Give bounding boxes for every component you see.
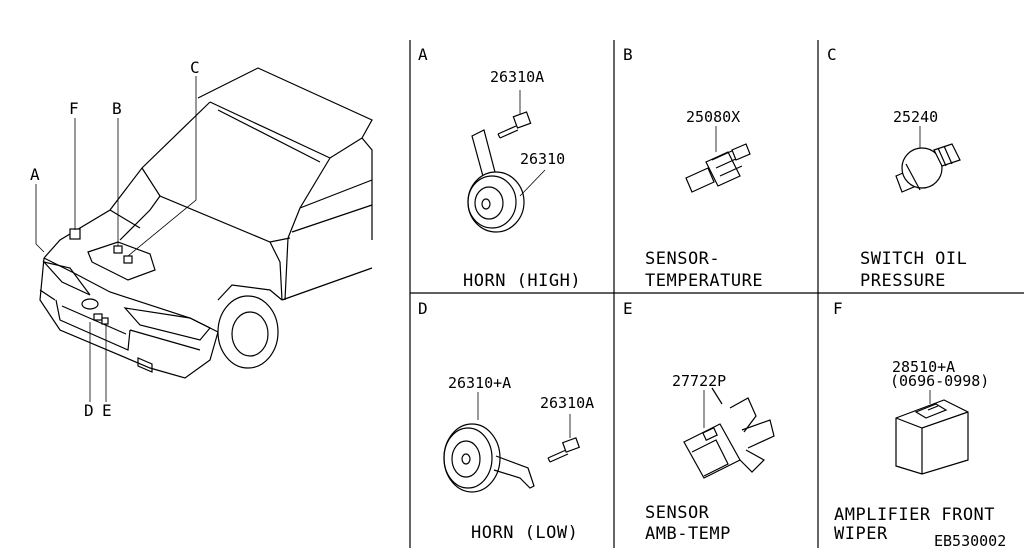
panel-a-caption: HORN (HIGH) bbox=[463, 271, 581, 291]
callout-e: E bbox=[102, 401, 112, 420]
panel-c: C 25240 SWITCH OIL PRESSURE bbox=[827, 45, 967, 291]
panel-f-part-range: (0696-0998) bbox=[890, 372, 989, 390]
panel-a: A 26310A 26310 HORN (HIGH) bbox=[418, 45, 581, 291]
panel-f-letter: F bbox=[833, 299, 843, 318]
temperature-sensor-icon bbox=[685, 143, 751, 193]
panel-f-caption-1: AMPLIFIER FRONT bbox=[834, 505, 995, 525]
panel-c-caption-1: SWITCH OIL bbox=[860, 249, 967, 269]
panel-e-part: 27722P bbox=[672, 372, 726, 390]
panel-b-letter: B bbox=[623, 45, 633, 64]
bolt-icon bbox=[547, 414, 581, 463]
callout-b: B bbox=[112, 99, 122, 118]
panel-b: B 25080X SENSOR- TEMPERATURE bbox=[623, 45, 763, 291]
panel-f: F 28510+A (0696-0998) AMPLIFIER FRONT WI… bbox=[833, 299, 995, 544]
panel-c-caption-2: PRESSURE bbox=[860, 271, 946, 291]
panel-a-letter: A bbox=[418, 45, 428, 64]
panel-c-part: 25240 bbox=[893, 108, 938, 126]
amplifier-icon bbox=[895, 399, 969, 475]
oil-pressure-switch-icon bbox=[895, 143, 961, 193]
horn-low-icon bbox=[443, 423, 501, 493]
callout-f: F bbox=[69, 99, 79, 118]
panel-b-part: 25080X bbox=[686, 108, 740, 126]
panel-e-letter: E bbox=[623, 299, 633, 318]
panel-a-part-bolt: 26310A bbox=[490, 68, 544, 86]
panel-f-caption-2: WIPER bbox=[834, 524, 888, 544]
callout-c: C bbox=[190, 58, 200, 77]
panel-d-part-bolt: 26310A bbox=[540, 394, 594, 412]
panel-b-caption-1: SENSOR- bbox=[645, 249, 720, 269]
panel-e-caption-1: SENSOR bbox=[645, 503, 710, 523]
callout-d: D bbox=[84, 401, 94, 420]
ambient-sensor-icon bbox=[683, 387, 775, 479]
panel-c-letter: C bbox=[827, 45, 837, 64]
panel-grid bbox=[409, 40, 1024, 548]
callout-a: A bbox=[30, 165, 40, 184]
horn-high-icon bbox=[467, 171, 525, 233]
diagram-code: EB530002 bbox=[934, 532, 1006, 548]
car-illustration bbox=[35, 67, 373, 402]
panel-d-letter: D bbox=[418, 299, 428, 318]
panel-a-part-horn: 26310 bbox=[520, 150, 565, 168]
panel-f-part: 28510+A bbox=[892, 358, 955, 376]
panel-d: D 26310+A 26310A HORN (LOW) bbox=[418, 299, 594, 543]
bolt-icon bbox=[497, 90, 532, 139]
panel-e: E 27722P SENSOR AMB-TEMP bbox=[623, 299, 775, 544]
panel-e-caption-2: AMB-TEMP bbox=[645, 524, 731, 544]
panel-d-part-horn: 26310+A bbox=[448, 374, 511, 392]
panel-b-caption-2: TEMPERATURE bbox=[645, 271, 763, 291]
panel-d-caption: HORN (LOW) bbox=[471, 523, 578, 543]
